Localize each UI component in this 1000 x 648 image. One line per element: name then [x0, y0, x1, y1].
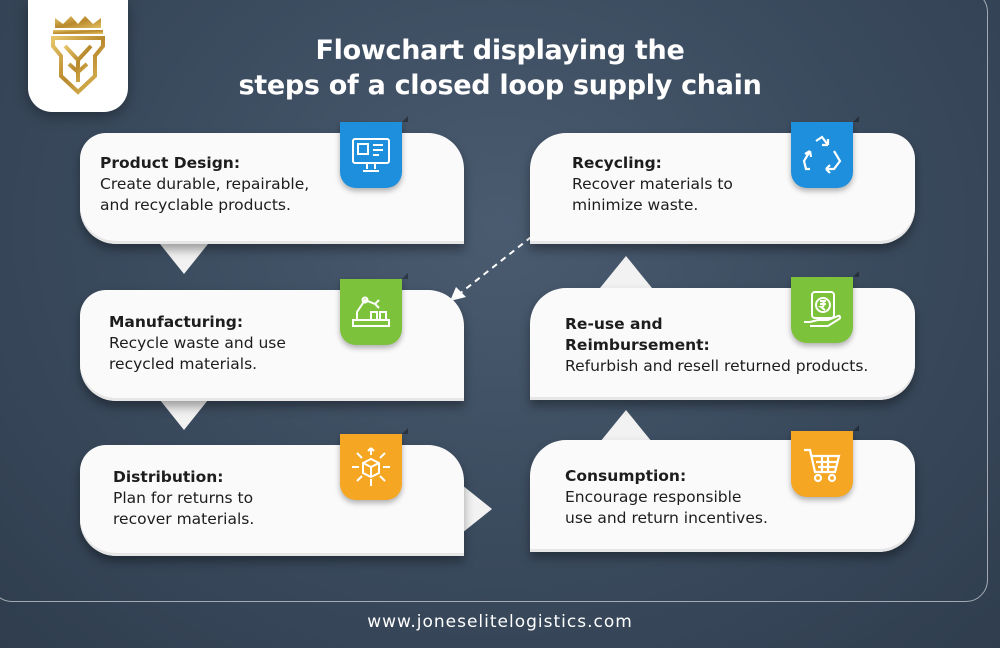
- package-distribution-icon: [352, 447, 390, 486]
- manufacturing-badge: [340, 273, 408, 345]
- step-card-consumption: Consumption: Encourage responsible use a…: [530, 440, 915, 552]
- shopping-cart-icon: [804, 448, 841, 483]
- brand-logo[interactable]: [28, 0, 128, 112]
- connector-design-to-manufacturing: [160, 244, 208, 274]
- product-design-badge: [340, 116, 408, 188]
- title-line-2: steps of a closed loop supply chain: [238, 70, 762, 101]
- recycling-badge: [791, 116, 859, 188]
- page-title: Flowchart displaying the steps of a clos…: [0, 33, 1000, 103]
- step-heading: Manufacturing:: [109, 313, 244, 331]
- step-heading: Re-use and Reimbursement:: [565, 315, 710, 354]
- page-frame: [0, 0, 988, 602]
- step-description: Recycle waste and use recycled materials…: [109, 334, 286, 373]
- connector-manufacturing-to-distribution: [160, 400, 208, 430]
- step-heading: Consumption:: [565, 467, 687, 485]
- recycle-icon: [802, 135, 842, 174]
- crown-lion-logo-icon: [51, 16, 105, 95]
- step-description: Plan for returns to recover materials.: [113, 489, 255, 528]
- step-heading: Recycling:: [572, 154, 662, 172]
- connector-consumption-to-reuse: [600, 410, 652, 442]
- robot-arm-factory-icon: [352, 296, 390, 327]
- distribution-badge: [340, 428, 408, 500]
- step-card-manufacturing: Manufacturing: Recycle waste and use rec…: [80, 290, 464, 401]
- dashed-arrow-recycling-to-manufacturing: [450, 229, 541, 301]
- reuse-reimbursement-badge: [791, 271, 859, 343]
- step-heading: Distribution:: [113, 468, 224, 486]
- website-url[interactable]: www.joneselitelogistics.com: [367, 612, 633, 632]
- step-heading: Product Design:: [100, 154, 241, 172]
- step-description: Refurbish and resell returned products.: [565, 357, 869, 375]
- step-card-distribution: Distribution: Plan for returns to recove…: [80, 445, 464, 556]
- step-description: Encourage responsible use and return inc…: [565, 488, 768, 527]
- connector-distribution-to-consumption: [462, 485, 492, 533]
- step-card-product-design: Product Design: Create durable, repairab…: [80, 133, 464, 244]
- consumption-badge: [791, 425, 859, 497]
- step-description: Recover materials to minimize waste.: [572, 175, 733, 214]
- step-card-reuse-reimbursement: Re-use and Reimbursement: Refurbish and …: [530, 288, 915, 400]
- title-line-1: Flowchart displaying the: [315, 35, 685, 66]
- design-monitor-icon: [352, 138, 390, 172]
- step-description: Create durable, repairable, and recyclab…: [100, 175, 310, 214]
- connector-reuse-to-recycling: [600, 256, 652, 288]
- rupee-hand-icon: [804, 291, 842, 327]
- step-card-recycling: Recycling: Recover materials to minimize…: [530, 133, 915, 244]
